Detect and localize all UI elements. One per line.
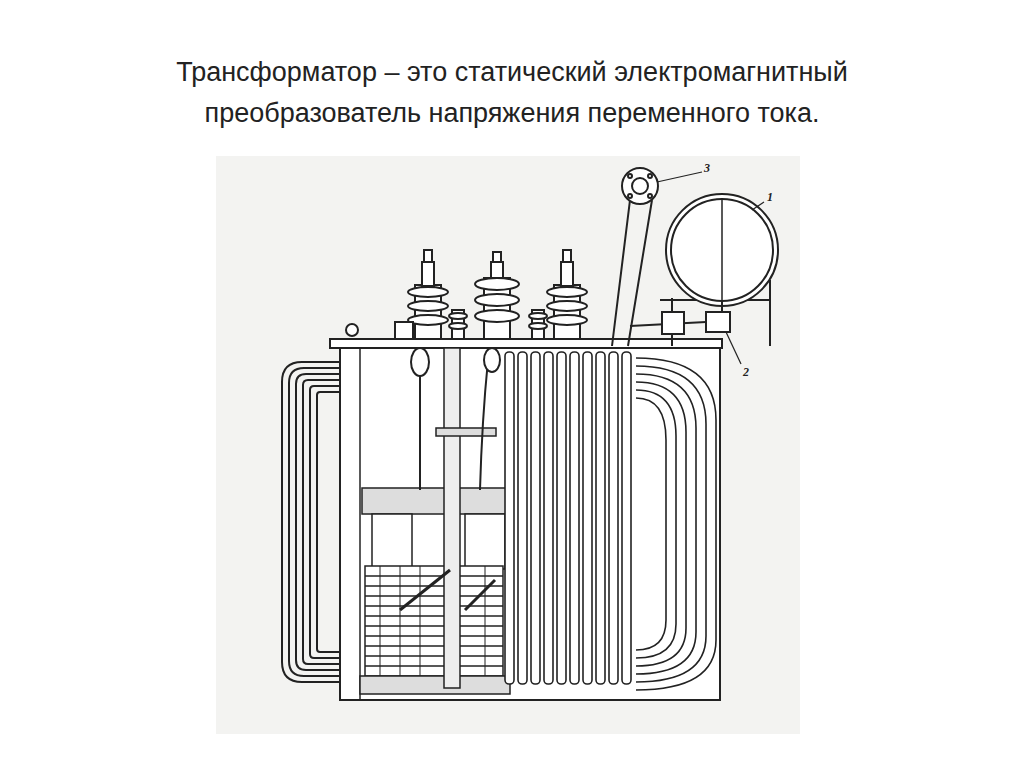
bushing-leads (411, 348, 500, 490)
callout-number: 2 (742, 365, 750, 379)
conservator (612, 168, 778, 346)
left-radiator (282, 362, 345, 682)
leader-lines (657, 172, 764, 364)
right-radiator (505, 352, 716, 690)
tank (340, 346, 720, 700)
tank-wall (359, 348, 361, 700)
callout-number: 3 (703, 161, 711, 175)
core-and-windings (360, 348, 510, 694)
scan-ground (216, 156, 800, 734)
slide-title: Трансформатор – это статический электром… (72, 52, 952, 134)
callout-number: 1 (766, 190, 774, 204)
bushings (346, 250, 587, 339)
tank-cover (330, 339, 722, 348)
